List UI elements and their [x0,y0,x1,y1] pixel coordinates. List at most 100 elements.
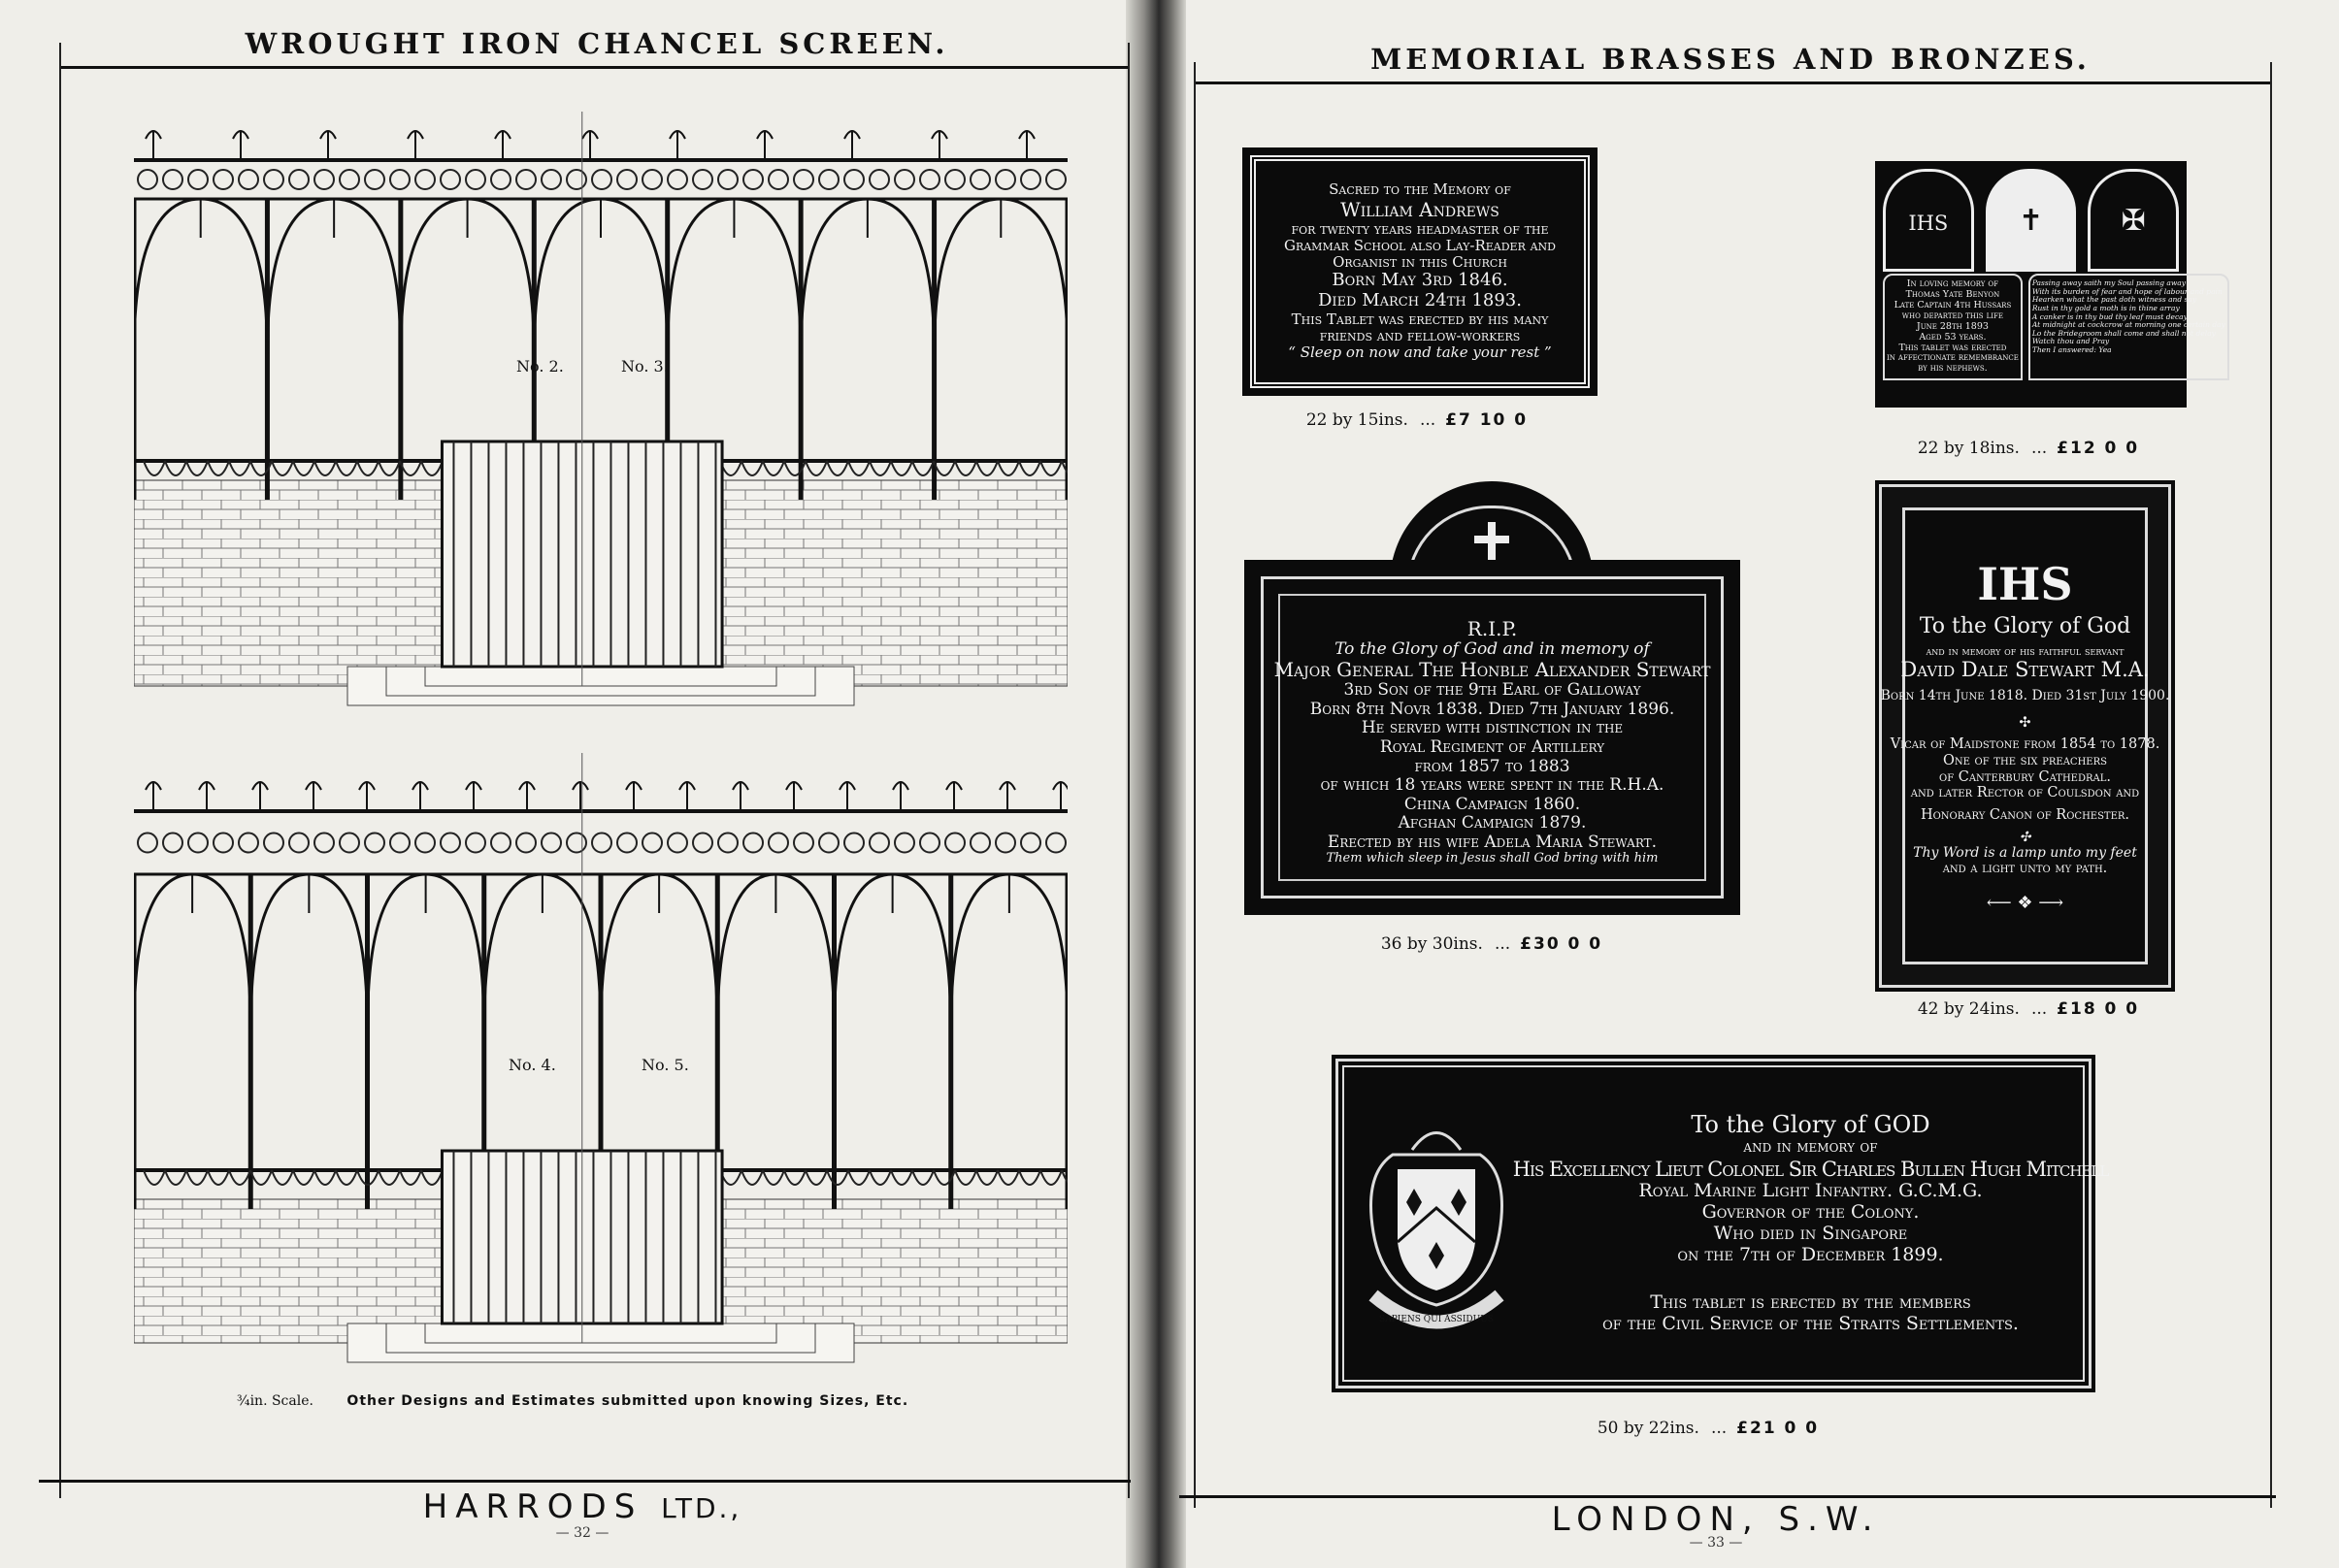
page-number-right: — 33 — [1689,1535,1743,1551]
ihs-shield-icon: ihs [1883,169,1974,272]
railing-scroll [1018,1169,1041,1186]
right-footer: LONDON, S.W. [1551,1500,1881,1539]
top-rule [59,66,1129,69]
railing-scroll [847,1169,871,1186]
plaque-text-line: Died March 24th 1893. [1318,290,1522,311]
gothic-arches: ihs ✝ ✠ [1883,169,2180,272]
plaque-text-line: Passing away saith my Soul passing away [2031,278,2187,287]
dots: ... [2030,439,2048,458]
railing-scroll [975,1169,999,1186]
finial [319,130,337,160]
scroll [137,832,158,854]
bottom-rule [39,1480,1131,1483]
page-number-left: — 32 — [555,1525,609,1541]
scroll [541,832,562,854]
railing-scroll [826,1169,849,1186]
finial [407,130,424,160]
scroll [793,169,814,190]
plaque-text-line: Born 14th June 1818. Died 31st July 1900… [1880,687,2170,703]
scroll [1020,832,1041,854]
scroll [213,169,234,190]
finial [669,130,686,160]
railing-scroll [399,460,422,476]
finial [678,781,696,811]
railing-scroll [356,460,379,476]
scroll [793,832,814,854]
plaque-text-line: Vicar of Maidstone from 1854 to 1878. [1890,736,2160,753]
scroll [768,832,789,854]
plaque-text-line: Honorary Canon of Rochester. [1920,807,2130,824]
plaque-text-line: To the Glory of God [1919,614,2131,639]
finial [945,781,963,811]
plaque-text-line: Thomas Yate Benyon [1905,288,2000,300]
railing-scroll [783,1169,807,1186]
railing-scroll [805,1169,828,1186]
scroll [591,169,612,190]
plaque-text-line: He served with distinction in the [1361,718,1624,738]
finial [145,130,162,160]
finial [785,781,803,811]
scroll [339,169,360,190]
top-rule-right [1194,82,2271,84]
plaque-text-line: To the Glory of GOD [1691,1110,1930,1138]
railing-scroll [292,1169,315,1186]
railing-scroll [1061,460,1068,474]
railing-scroll [292,460,315,476]
plaque-text-line: for twenty years headmaster of the [1291,219,1549,238]
scroll [238,832,259,854]
price-caption: 36 by 30ins....£30 0 0 [1381,934,1602,954]
plaque-text-line: of which 18 years were spent in the R.H.… [1320,775,1664,796]
price-caption: 22 by 18ins....£12 0 0 [1918,439,2139,458]
plaque-text-line: Organist in this Church [1333,253,1507,272]
scroll [591,832,612,854]
finial [1052,781,1068,811]
scroll [566,169,587,190]
plaque-text-line: A canker is in thy bud thy leaf must dec… [2031,311,2188,321]
plaque-text-line: on the 7th of December 1899. [1677,1243,1944,1265]
railing-scroll [249,1169,273,1186]
design-label-no3: No. 3. [621,357,669,376]
plaque-text-line: Royal Regiment of Artillery [1379,736,1605,757]
plaque-size: 42 by 24ins. [1917,999,2020,1019]
railing-scroll [741,460,764,476]
finial [358,781,376,811]
railing-scroll [420,460,444,476]
railing-scroll [143,460,166,476]
railing-scroll [762,460,785,476]
railing-scroll [933,1169,956,1186]
plaque-text-line: Watch thou and Pray [2031,337,2110,346]
railing-scroll [997,460,1020,476]
scroll [162,832,183,854]
railing-scroll [890,1169,913,1186]
finial [999,781,1016,811]
railing-scroll [1039,1169,1063,1186]
plaque-text-line: Them which sleep in Jesus shall God brin… [1326,851,1659,866]
scroll [1045,832,1067,854]
railing-scroll [143,1169,166,1186]
railing-scroll [911,1169,935,1186]
plaque-text-line: Sacred to the Memory of [1329,180,1511,199]
cross-icon [1474,521,1509,580]
plaque-text-line: and in memory of [1743,1137,1878,1158]
plaque-text-line: William Andrews [1340,197,1499,221]
railing-scroll [207,460,230,476]
left-page-title: WROUGHT IRON CHANCEL SCREEN. [245,27,949,60]
scroll [238,169,259,190]
railing-scroll [911,460,935,476]
railing-scroll [847,460,871,476]
scroll [187,169,209,190]
plaque-size: 22 by 15ins. [1305,410,1408,430]
scroll [465,169,486,190]
scroll [263,169,284,190]
scroll [364,169,385,190]
dots: ... [2030,999,2048,1019]
plaque-text-line: and a light unto my path. [1942,860,2108,876]
design-label-no5: No. 5. [642,1056,689,1074]
finial [572,781,589,811]
dots: ... [1494,934,1511,954]
plaque-text-line: Major General The Honble Alexander Stewa… [1273,658,1711,682]
coat-of-arms-icon: SAPIENS QUI ASSIDUUS [1368,1131,1504,1329]
scroll [818,832,840,854]
ornament-divider-icon: ⟵ ❖ ⟶ [1986,892,2064,913]
